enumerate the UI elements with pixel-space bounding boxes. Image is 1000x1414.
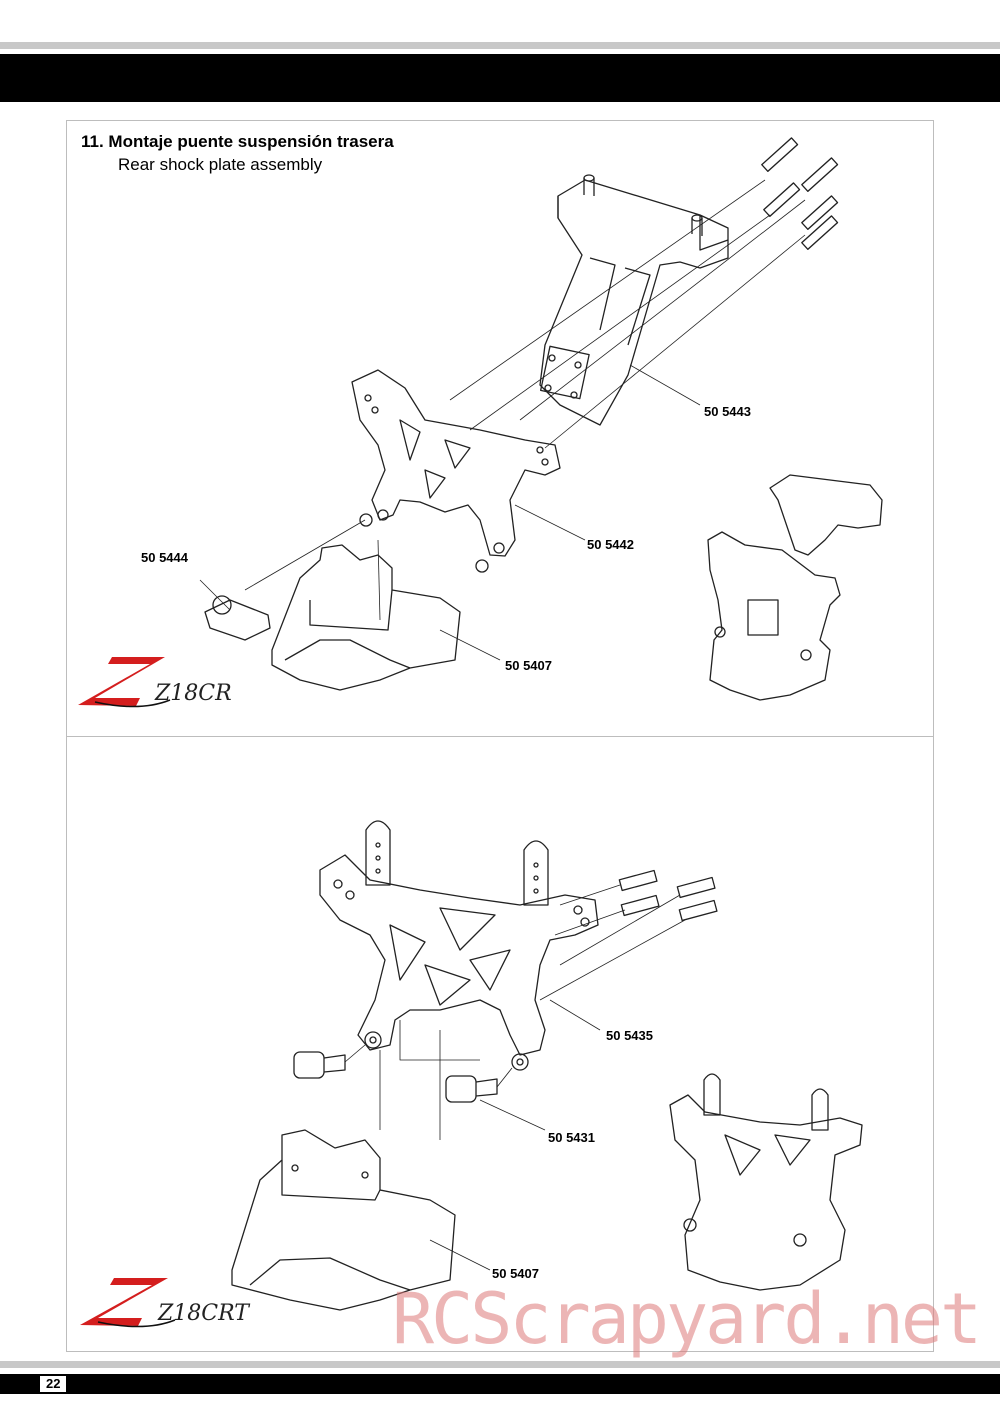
shock-posts [365, 820, 549, 906]
gearbox-part-top [271, 544, 461, 691]
z18cr-logo [78, 657, 171, 708]
watermark: RCScrapyard.net [392, 1278, 982, 1360]
bottom-rule [0, 1361, 1000, 1368]
step-title: 11. Montaje puente suspensión trasera [81, 132, 394, 151]
part-label-50-5443: 50 5443 [704, 404, 751, 419]
page-number: 22 [40, 1376, 67, 1392]
rear-shock-plate-part [319, 854, 599, 1071]
guide-lines-bottom [344, 884, 686, 1271]
shock-plate-part [351, 369, 561, 573]
part-label-50-5431: 50 5431 [548, 1130, 595, 1145]
part-label-50-5407-top: 50 5407 [505, 658, 552, 673]
rear-tower-part [539, 174, 729, 426]
part-label-50-5444: 50 5444 [141, 550, 188, 565]
gearbox-part-bottom [231, 1129, 456, 1311]
assembled-preview-bottom [669, 1073, 863, 1291]
assembled-preview-top [707, 474, 883, 701]
part-label-50-5435: 50 5435 [606, 1028, 653, 1043]
guide-lines-top [199, 179, 806, 661]
part-label-50-5407-bottom: 50 5407 [492, 1266, 539, 1281]
footer-bar [0, 1374, 1000, 1394]
logo-text-top: Z18CR [154, 681, 232, 706]
z18crt-logo [80, 1278, 176, 1328]
ball-mount-part [204, 595, 271, 641]
part-label-50-5442: 50 5442 [587, 537, 634, 552]
ball-studs-part [293, 1051, 498, 1103]
screws-top [761, 137, 839, 251]
step-subtitle: Rear shock plate assembly [118, 155, 323, 174]
section-divider [66, 736, 934, 737]
top-rule [0, 42, 1000, 49]
header-bar [0, 54, 1000, 102]
screws-bottom [618, 869, 718, 922]
logo-text-bottom: Z18CRT [157, 1301, 251, 1326]
